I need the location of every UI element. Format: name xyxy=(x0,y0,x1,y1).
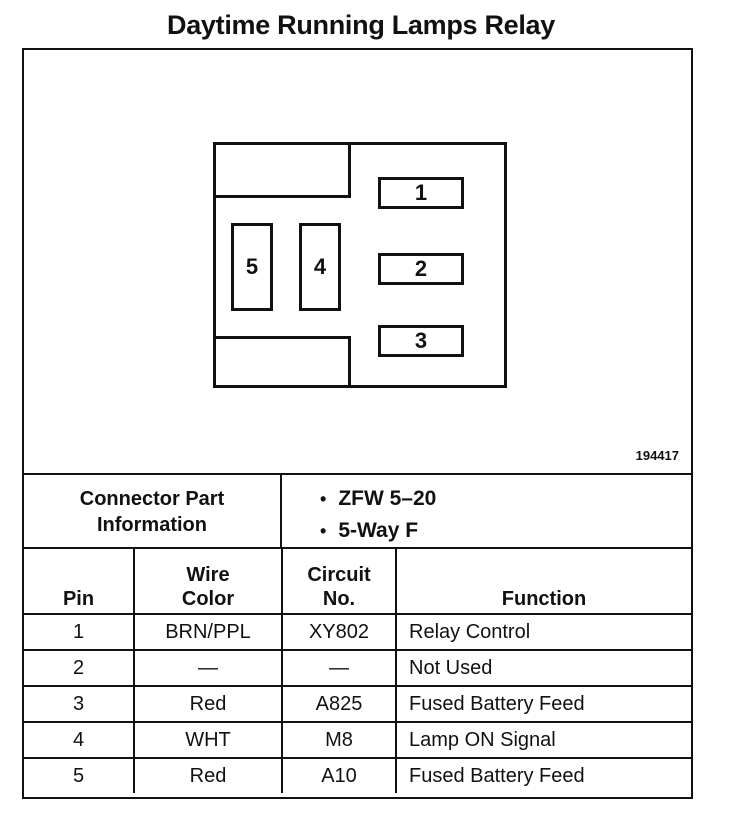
cell-circuit: A10 xyxy=(281,757,397,793)
connector-diagram: 1 2 3 4 5 194417 xyxy=(24,50,691,473)
page-title: Daytime Running Lamps Relay xyxy=(167,10,555,40)
cell-wire-color: Red xyxy=(133,685,283,723)
cell-circuit: A825 xyxy=(281,685,397,723)
cell-pin: 2 xyxy=(24,649,135,687)
header-function: Function xyxy=(395,547,691,615)
connector-notch-top xyxy=(216,145,351,198)
table-row: 3 Red A825 Fused Battery Feed xyxy=(24,685,691,723)
header-wire-color: Wire Color xyxy=(133,547,283,615)
cell-wire-color: BRN/PPL xyxy=(133,613,283,651)
pin-terminal-4: 4 xyxy=(299,223,341,311)
connector-notch-bottom xyxy=(216,336,351,385)
cell-pin: 4 xyxy=(24,721,135,759)
connector-outline: 1 2 3 4 5 xyxy=(213,142,507,388)
header-circuit: Circuit No. xyxy=(281,547,397,615)
cell-function: Fused Battery Feed xyxy=(395,685,691,723)
diagram-id: 194417 xyxy=(635,448,679,463)
pin-terminal-5: 5 xyxy=(231,223,273,311)
connector-part-info: Connector Part Information ZFW 5–20 5-Wa… xyxy=(24,473,691,549)
cell-pin: 1 xyxy=(24,613,135,651)
table-row: 1 BRN/PPL XY802 Relay Control xyxy=(24,613,691,651)
table-row: 2 — — Not Used xyxy=(24,649,691,687)
connector-part-info-label: Connector Part Information xyxy=(24,475,282,549)
cell-wire-color: WHT xyxy=(133,721,283,759)
cell-wire-color: — xyxy=(133,649,283,687)
cell-wire-color: Red xyxy=(133,757,283,793)
cell-function: Lamp ON Signal xyxy=(395,721,691,759)
cell-function: Fused Battery Feed xyxy=(395,757,691,793)
pin-terminal-1: 1 xyxy=(378,177,464,209)
cell-pin: 5 xyxy=(24,757,135,793)
cell-function: Not Used xyxy=(395,649,691,687)
relay-info-frame: 1 2 3 4 5 194417 Connector Part Informat… xyxy=(22,48,693,799)
connector-type: 5-Way F xyxy=(320,515,436,547)
table-row: 5 Red A10 Fused Battery Feed xyxy=(24,757,691,793)
connector-part-info-list: ZFW 5–20 5-Way F xyxy=(320,483,436,547)
pin-terminal-3: 3 xyxy=(378,325,464,357)
cell-pin: 3 xyxy=(24,685,135,723)
connector-part-number: ZFW 5–20 xyxy=(320,483,436,515)
table-row: 4 WHT M8 Lamp ON Signal xyxy=(24,721,691,759)
cell-circuit: M8 xyxy=(281,721,397,759)
cell-circuit: — xyxy=(281,649,397,687)
cell-circuit: XY802 xyxy=(281,613,397,651)
pin-table: Pin Wire Color Circuit No. Function 1 BR… xyxy=(24,547,691,793)
header-pin: Pin xyxy=(24,547,135,615)
cell-function: Relay Control xyxy=(395,613,691,651)
pin-terminal-2: 2 xyxy=(378,253,464,285)
pin-table-header-row: Pin Wire Color Circuit No. Function xyxy=(24,547,691,615)
